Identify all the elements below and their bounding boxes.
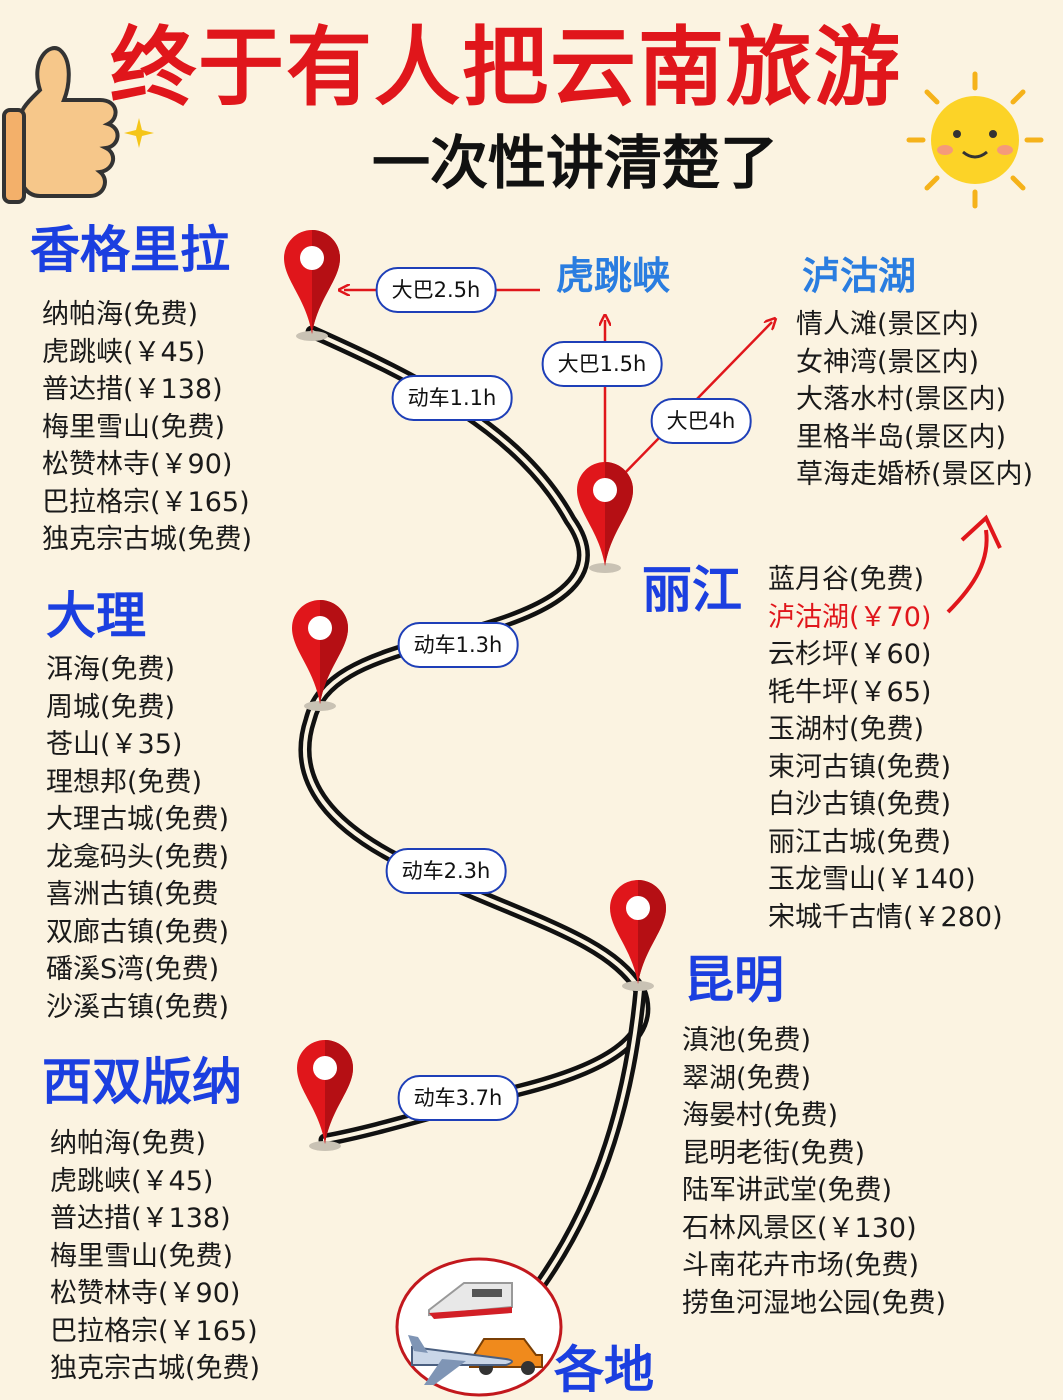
spot-item: 束河古镇(免费): [768, 751, 952, 783]
page-title: 终于有人把云南旅游: [110, 18, 902, 118]
map-pin-icon: [292, 600, 348, 711]
transport-icons: [395, 1257, 563, 1397]
spot-item: 石林风景区(￥130): [682, 1212, 917, 1244]
route-bus-shangri-la: 大巴2.5h: [375, 267, 497, 313]
city-kunming: 昆明: [684, 951, 784, 1009]
train-icon: [428, 1282, 513, 1319]
spot-item: 海晏村(免费): [682, 1100, 839, 1131]
spot-item: 梅里雪山(免费): [50, 1240, 234, 1272]
shangri-la-spot-list: 纳帕海(免费) 虎跳峡(￥45) 普达措(￥138) 梅里雪山(免费) 松赞林寺(￥90…: [42, 296, 252, 559]
page-subtitle: 一次性讲清楚了: [372, 129, 779, 197]
route-train-lijiang-shangri-la: 动车1.1h: [391, 375, 513, 421]
main-road: [298, 325, 651, 1292]
spot-item: 白沙古镇(免费): [768, 789, 952, 820]
city-shangri-la: 香格里拉: [30, 221, 230, 279]
spot-item: 昆明老街(免费): [682, 1137, 866, 1169]
spot-item: 泸沽湖(￥70): [768, 601, 932, 633]
spot-item: 磻溪S湾(免费): [46, 954, 220, 985]
city-xishuangbanna: 西双版纳: [42, 1053, 242, 1111]
city-dali: 大理: [46, 587, 146, 645]
spot-item: 周城(免费): [46, 691, 176, 723]
spot-item: 牦牛坪(￥65): [768, 676, 932, 708]
spot-item: 翠湖(免费): [682, 1062, 812, 1094]
spot-item: 喜洲古镇(免费: [46, 879, 219, 910]
spot-item: 苍山(￥35): [46, 729, 183, 760]
airplane-icon: [408, 1335, 513, 1385]
kunming-spot-list: 滇池(免费) 翠湖(免费) 海晏村(免费) 昆明老街(免费) 陆军讲武堂(免费) 石林风景…: [682, 1022, 946, 1322]
lugu-lake-spot-list: 情人滩(景区内) 女神湾(景区内) 大落水村(景区内) 里格半岛(景区内) 草海走婚桥(…: [796, 306, 1033, 494]
spot-item: 巴拉格宗(￥165): [42, 486, 250, 518]
spot-item: 梅里雪山(免费): [42, 411, 226, 443]
spot-item: 玉龙雪山(￥140): [768, 864, 976, 895]
map-pin-icon: [610, 880, 666, 991]
spot-item: 大理古城(免费): [46, 804, 230, 835]
spot-item: 蓝月谷(免费): [768, 564, 925, 595]
spot-item: 玉湖村(免费): [768, 714, 925, 745]
spot-item: 独克宗古城(免费): [50, 1353, 261, 1384]
spot-item: 女神湾(景区内): [796, 346, 980, 378]
xishuangbanna-spot-list: 纳帕海(免费) 虎跳峡(￥45) 普达措(￥138) 梅里雪山(免费) 松赞林寺(￥90…: [50, 1125, 260, 1388]
route-bus-lugu: 大巴4h: [650, 398, 752, 444]
spot-item: 滇池(免费): [682, 1025, 812, 1056]
spot-item: 斗南花卉市场(免费): [682, 1250, 920, 1281]
spot-item: 宋城千古情(￥280): [768, 901, 1003, 933]
city-everywhere: 各地: [554, 1341, 654, 1399]
spot-item: 陆军讲武堂(免费): [682, 1175, 893, 1206]
dali-spot-list: 洱海(免费) 周城(免费) 苍山(￥35) 理想邦(免费) 大理古城(免费) 龙龛码头(免…: [46, 651, 229, 1026]
route-train-dali-lijiang: 动车1.3h: [397, 622, 519, 668]
map-pin-icon: [297, 1040, 353, 1151]
spot-item: 普达措(￥138): [50, 1203, 231, 1234]
route-train-kunming-xishuangbanna: 动车3.7h: [397, 1075, 519, 1121]
spot-item: 纳帕海(免费): [50, 1128, 207, 1159]
lijiang-spot-list: 蓝月谷(免费) 泸沽湖(￥70) 云杉坪(￥60) 牦牛坪(￥65) 玉湖村(免费) 束河…: [768, 561, 1003, 936]
spot-item: 松赞林寺(￥90): [42, 449, 233, 480]
thumbs-up-icon: [2, 46, 120, 204]
spot-item: 独克宗古城(免费): [42, 524, 253, 555]
spot-item: 巴拉格宗(￥165): [50, 1315, 258, 1347]
spot-item: 普达措(￥138): [42, 374, 223, 405]
spot-item: 洱海(免费): [46, 654, 176, 685]
route-train-kunming-dali: 动车2.3h: [385, 848, 507, 894]
spot-item: 大落水村(景区内): [796, 384, 1007, 415]
map-pin-icon: [577, 462, 633, 573]
spot-item: 云杉坪(￥60): [768, 639, 932, 670]
lugu-curved-arrow: [946, 529, 989, 614]
spot-item: 虎跳峡(￥45): [50, 1165, 214, 1197]
sun-icon: [906, 71, 1044, 209]
spot-item: 松赞林寺(￥90): [50, 1278, 241, 1309]
city-lugu-lake: 泸沽湖: [802, 254, 917, 298]
city-tiger-leaping-gorge: 虎跳峡: [556, 254, 671, 298]
spot-item: 情人滩(景区内): [796, 309, 980, 340]
spot-item: 捞鱼河湿地公园(免费): [682, 1287, 947, 1319]
map-pin-icon: [284, 230, 340, 341]
spot-item: 理想邦(免费): [46, 766, 203, 798]
spot-item: 双廊古镇(免费): [46, 916, 230, 948]
spot-item: 沙溪古镇(免费): [46, 991, 230, 1023]
spot-item: 龙龛码头(免费): [46, 841, 230, 873]
spot-item: 丽江古城(免费): [768, 826, 952, 858]
spot-item: 虎跳峡(￥45): [42, 336, 206, 368]
spot-item: 草海走婚桥(景区内): [796, 459, 1034, 490]
sparkle-icon: [124, 118, 154, 148]
city-lijiang: 丽江: [642, 561, 742, 619]
spot-item: 里格半岛(景区内): [796, 421, 1007, 453]
spot-item: 纳帕海(免费): [42, 299, 199, 330]
route-bus-tiger: 大巴1.5h: [541, 341, 663, 387]
